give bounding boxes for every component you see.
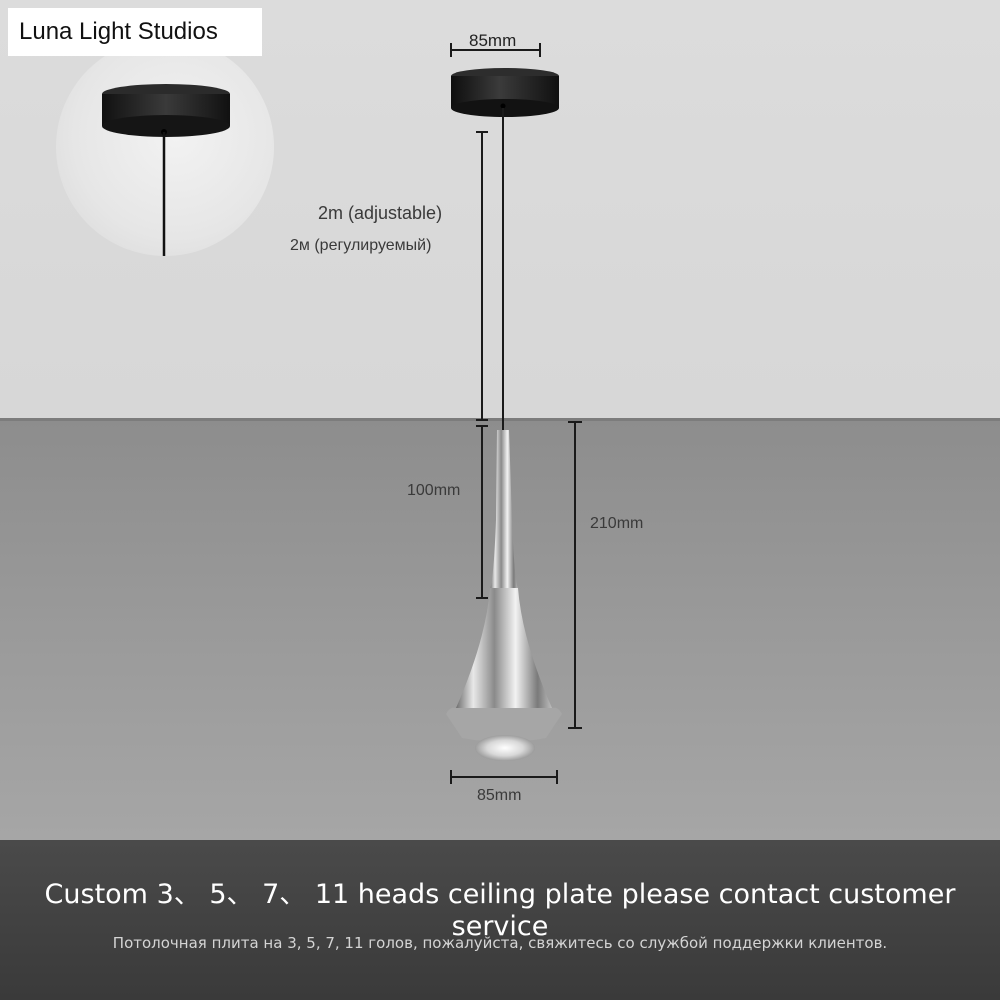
cable-length-dimension [476,131,488,421]
canopy-detail-illustration [102,84,230,256]
total-height-dimension [568,421,582,729]
shade-width-label: 85mm [477,787,522,804]
stem-length-dimension [476,425,488,599]
shade-width-dimension [450,770,558,784]
footer-banner [0,840,1000,1000]
canopy-width-dimension [450,43,541,57]
canopy-detail-circle [56,38,274,256]
stem-length-label: 100mm [407,482,461,499]
footer-text-ru: Потолочная плита на 3, 5, 7, 11 голов, п… [112,934,888,952]
cable-length-label: 2m (adjustable) [318,203,443,223]
total-height-label: 210mm [590,515,644,532]
ceiling-edge [0,418,1000,421]
ceiling-canopy [451,68,559,117]
lamp-body [446,430,562,761]
pendant-lamp-drawing [446,43,582,784]
canopy-width-label: 85mm [469,31,517,50]
cable-length-label-ru: 2м (регулируемый) [290,237,432,254]
footer-text-en: Custom 3、 5、 7、 11 heads ceiling plate p… [44,879,956,942]
lens [475,735,535,761]
brand-label: Luna Light Studios [8,8,262,56]
